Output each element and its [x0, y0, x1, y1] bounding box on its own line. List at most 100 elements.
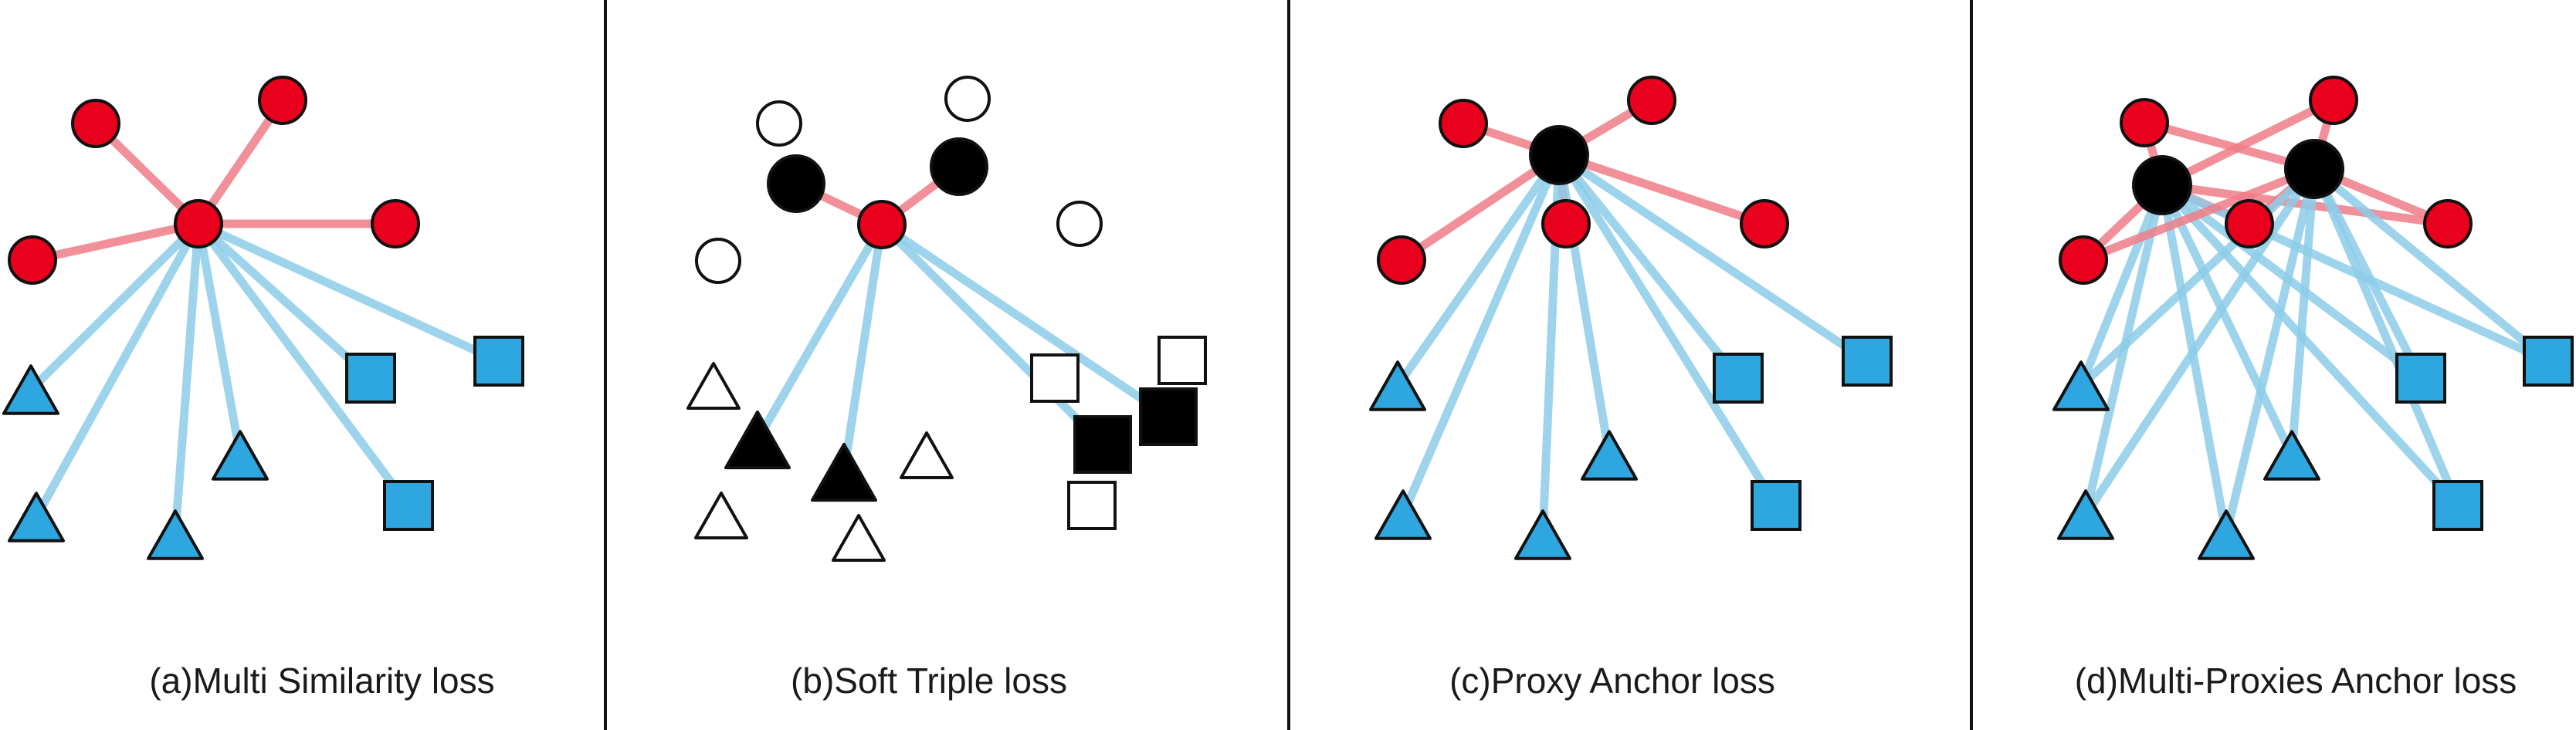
positive-sample [2059, 235, 2108, 285]
negative-triangle-sample [8, 492, 65, 542]
proxy-circle [767, 154, 825, 213]
positive-edge [2079, 164, 2319, 265]
proxy-circle [930, 137, 988, 196]
sample-square [1158, 336, 1207, 385]
positive-edge [1554, 150, 1769, 228]
negative-triangle-sample [147, 509, 204, 560]
positive-sample [2309, 76, 2358, 125]
positive-sample [71, 99, 120, 148]
sample-triangle [694, 491, 748, 540]
negative-edge [2222, 164, 2319, 539]
caption-panel-a: (a)Multi Similarity loss [149, 661, 495, 701]
positive-sample [1377, 235, 1426, 285]
negative-square-sample [2395, 353, 2446, 404]
panel-divider [604, 0, 607, 730]
sample-circle [944, 76, 991, 122]
positive-edge [28, 219, 203, 265]
negative-square-sample [2432, 480, 2483, 531]
negative-edge [1554, 150, 1781, 510]
negative-edge [2081, 164, 2319, 519]
negative-triangle-sample [2, 364, 59, 415]
negative-triangle-sample [2263, 430, 2320, 481]
panel-multi-proxies-anchor [2052, 76, 2574, 560]
negative-square-sample [473, 336, 524, 387]
negative-edge [194, 219, 413, 510]
negative-square-sample [1842, 336, 1893, 387]
negative-square-sample [1713, 353, 1764, 404]
negative-edge [194, 219, 375, 383]
negative-square-sample [1751, 480, 1802, 531]
negative-edge [171, 219, 203, 539]
sample-triangle [832, 513, 886, 563]
negative-edge [1554, 150, 1872, 366]
sample-circle [1056, 201, 1103, 247]
panel-soft-triple [686, 76, 1207, 563]
panel-proxy-anchor [1369, 76, 1893, 560]
negative-edge [2076, 181, 2167, 390]
proxy-square [1073, 415, 1132, 474]
proxy-anchor [2284, 139, 2344, 199]
positive-sample [1439, 99, 1488, 148]
positive-edge [2157, 96, 2338, 190]
negative-edge [194, 219, 503, 366]
caption-panel-b: (b)Soft Triple loss [791, 661, 1067, 701]
positive-sample [258, 76, 307, 125]
negative-edge [2287, 164, 2319, 460]
negative-edge [2076, 164, 2319, 390]
negative-edge [32, 219, 203, 522]
negative-edge [1554, 150, 1743, 383]
panel-multi-similarity [2, 76, 524, 560]
sample-triangle [900, 431, 954, 480]
negative-edge [2157, 181, 2462, 510]
anchor-sample [174, 199, 223, 248]
negative-edge [1398, 150, 1564, 519]
proxy-triangle [724, 410, 791, 470]
negative-square-sample [383, 480, 434, 531]
positive-edge [1397, 150, 1564, 265]
positive-sample [2423, 199, 2473, 248]
negative-edge [26, 219, 203, 394]
positive-sample [371, 199, 420, 248]
sample-square [1030, 353, 1080, 403]
negative-triangle-sample [1514, 509, 1571, 560]
negative-triangle-sample [2052, 360, 2110, 411]
positive-sample [1740, 199, 1789, 248]
positive-sample [8, 235, 57, 285]
caption-panel-c: (c)Proxy Anchor loss [1449, 661, 1775, 701]
negative-edge [2310, 164, 2462, 510]
positive-sample [2120, 98, 2169, 147]
negative-edge [753, 220, 886, 444]
proxy-anchor [2132, 155, 2192, 215]
negative-edge [1393, 150, 1564, 390]
proxy-triangle [811, 442, 877, 502]
negative-edge [194, 219, 245, 460]
anchor-sample [857, 200, 907, 249]
negative-edge [839, 220, 886, 477]
negative-square-sample [345, 353, 396, 404]
positive-edge [194, 96, 287, 228]
proxy-anchor [1529, 125, 1589, 185]
sample-circle [756, 100, 802, 147]
negative-edge [877, 220, 1173, 421]
positive-sample [2225, 199, 2274, 248]
sample-square [1067, 481, 1117, 530]
negative-square-sample [2523, 336, 2574, 387]
positive-sample [1627, 76, 1676, 125]
sample-circle [695, 238, 741, 284]
proxy-square [1139, 387, 1198, 446]
negative-triangle-sample [212, 430, 269, 481]
panel-divider [1970, 0, 1973, 730]
negative-triangle-sample [1581, 430, 1638, 481]
negative-edge [2157, 181, 2231, 539]
negative-triangle-sample [2198, 509, 2255, 560]
negative-edge [2157, 181, 2296, 460]
negative-edge [877, 220, 1107, 449]
positive-sample [1541, 199, 1591, 248]
negative-edge [2310, 164, 2553, 366]
sample-triangle [686, 361, 741, 411]
negative-triangle-sample [1369, 360, 1426, 411]
negative-triangle-sample [2057, 489, 2114, 540]
caption-panel-d: (d)Multi-Proxies Anchor loss [2074, 661, 2517, 701]
negative-triangle-sample [1374, 489, 1432, 540]
